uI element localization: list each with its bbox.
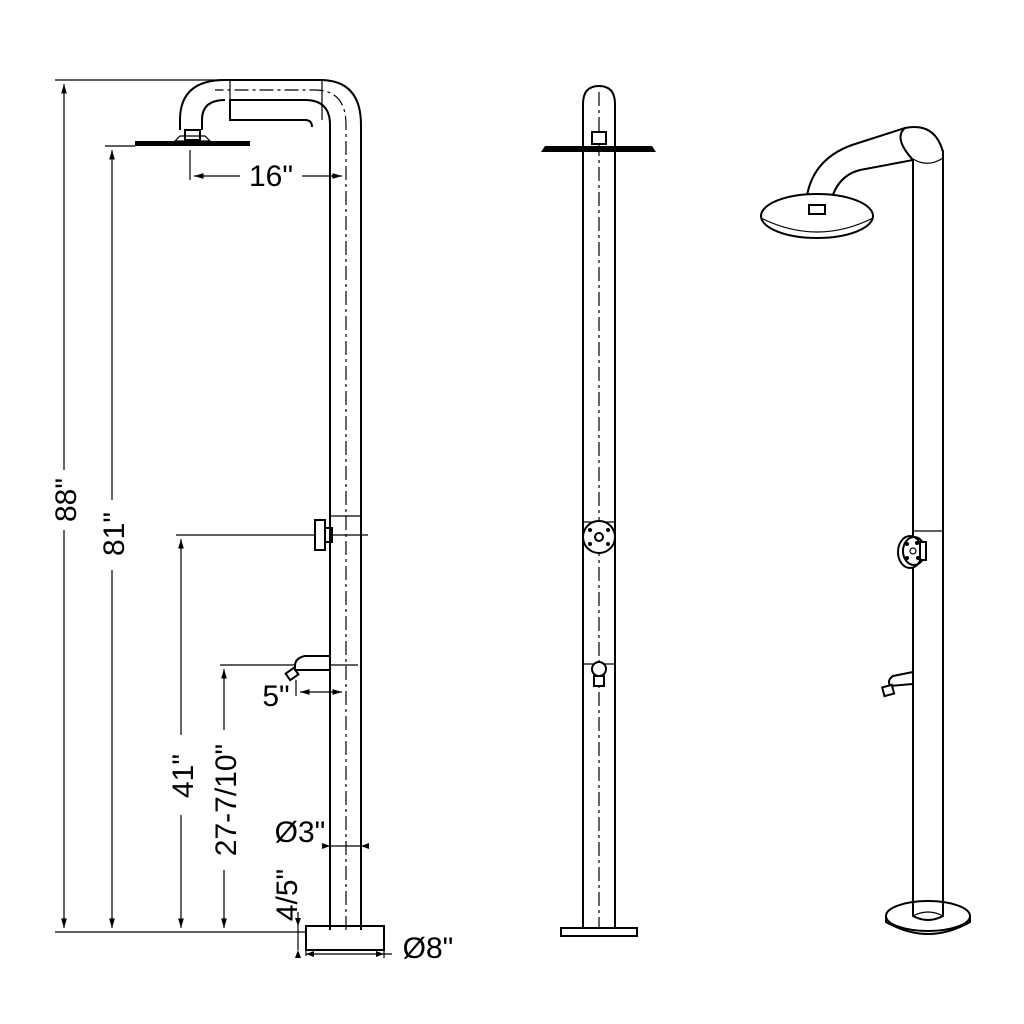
- side-view-base: [305, 925, 385, 951]
- side-view-post: [179, 79, 362, 930]
- side-view-valve: [314, 519, 368, 551]
- front-view-valve: [582, 520, 616, 554]
- dim-base-thickness: 4/5": [271, 869, 304, 921]
- front-view-spout: [591, 661, 607, 687]
- dim-head-height: 81": [98, 512, 131, 556]
- front-view: [541, 84, 656, 937]
- side-view: [135, 79, 385, 951]
- dim-pipe-diameter: Ø3": [275, 816, 326, 849]
- dimension-lines: [50, 79, 392, 958]
- dim-base-diameter: Ø8": [403, 932, 454, 965]
- iso-view-shower-head: [760, 193, 874, 239]
- iso-view-valve: [897, 535, 927, 569]
- dimension-labels: 88" 81" 41" 27-7/10" 16" 5" Ø3" 4/5" Ø8": [50, 160, 453, 965]
- dim-spout-projection: 5": [262, 680, 289, 713]
- dim-arm-reach: 16": [249, 160, 293, 193]
- front-view-shower-head: [541, 131, 656, 152]
- isometric-view: [760, 126, 971, 935]
- iso-view-base: [885, 900, 971, 935]
- side-view-shower-head: [135, 129, 250, 146]
- side-view-spout: [284, 655, 358, 682]
- dim-spout-height: 27-7/10": [210, 744, 243, 856]
- front-view-base: [560, 927, 638, 937]
- dim-total-height: 88": [50, 478, 83, 522]
- iso-view-spout: [880, 670, 914, 698]
- dim-valve-height: 41": [167, 754, 200, 798]
